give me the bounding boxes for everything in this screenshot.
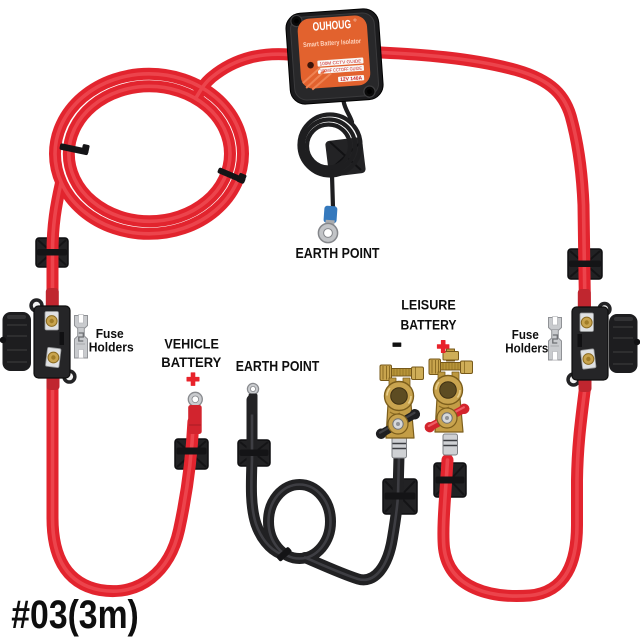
svg-text:100MF CCTOFF GUIDE: 100MF CCTOFF GUIDE <box>320 66 362 74</box>
svg-text:Fuse: Fuse <box>512 327 539 342</box>
svg-text:#03(3m): #03(3m) <box>11 593 139 637</box>
svg-text:BATTERY: BATTERY <box>161 354 222 370</box>
svg-text:Fuse: Fuse <box>96 326 124 341</box>
svg-text:VEHICLE: VEHICLE <box>164 336 219 352</box>
svg-text:BATTERY: BATTERY <box>401 318 457 333</box>
svg-text:EARTH POINT: EARTH POINT <box>236 358 320 375</box>
svg-text:Holders: Holders <box>505 341 548 356</box>
svg-text:OUHOUG: OUHOUG <box>312 17 351 34</box>
svg-text:®: ® <box>353 17 356 22</box>
svg-text:EARTH POINT: EARTH POINT <box>296 245 380 262</box>
svg-text:Holders: Holders <box>89 340 134 355</box>
svg-text:Smart Battery Isolator: Smart Battery Isolator <box>303 38 362 49</box>
svg-text:100M CCTV GUIDE: 100M CCTV GUIDE <box>319 58 361 66</box>
svg-text:LEISURE: LEISURE <box>401 298 456 313</box>
svg-text:12V 140A: 12V 140A <box>340 75 363 83</box>
